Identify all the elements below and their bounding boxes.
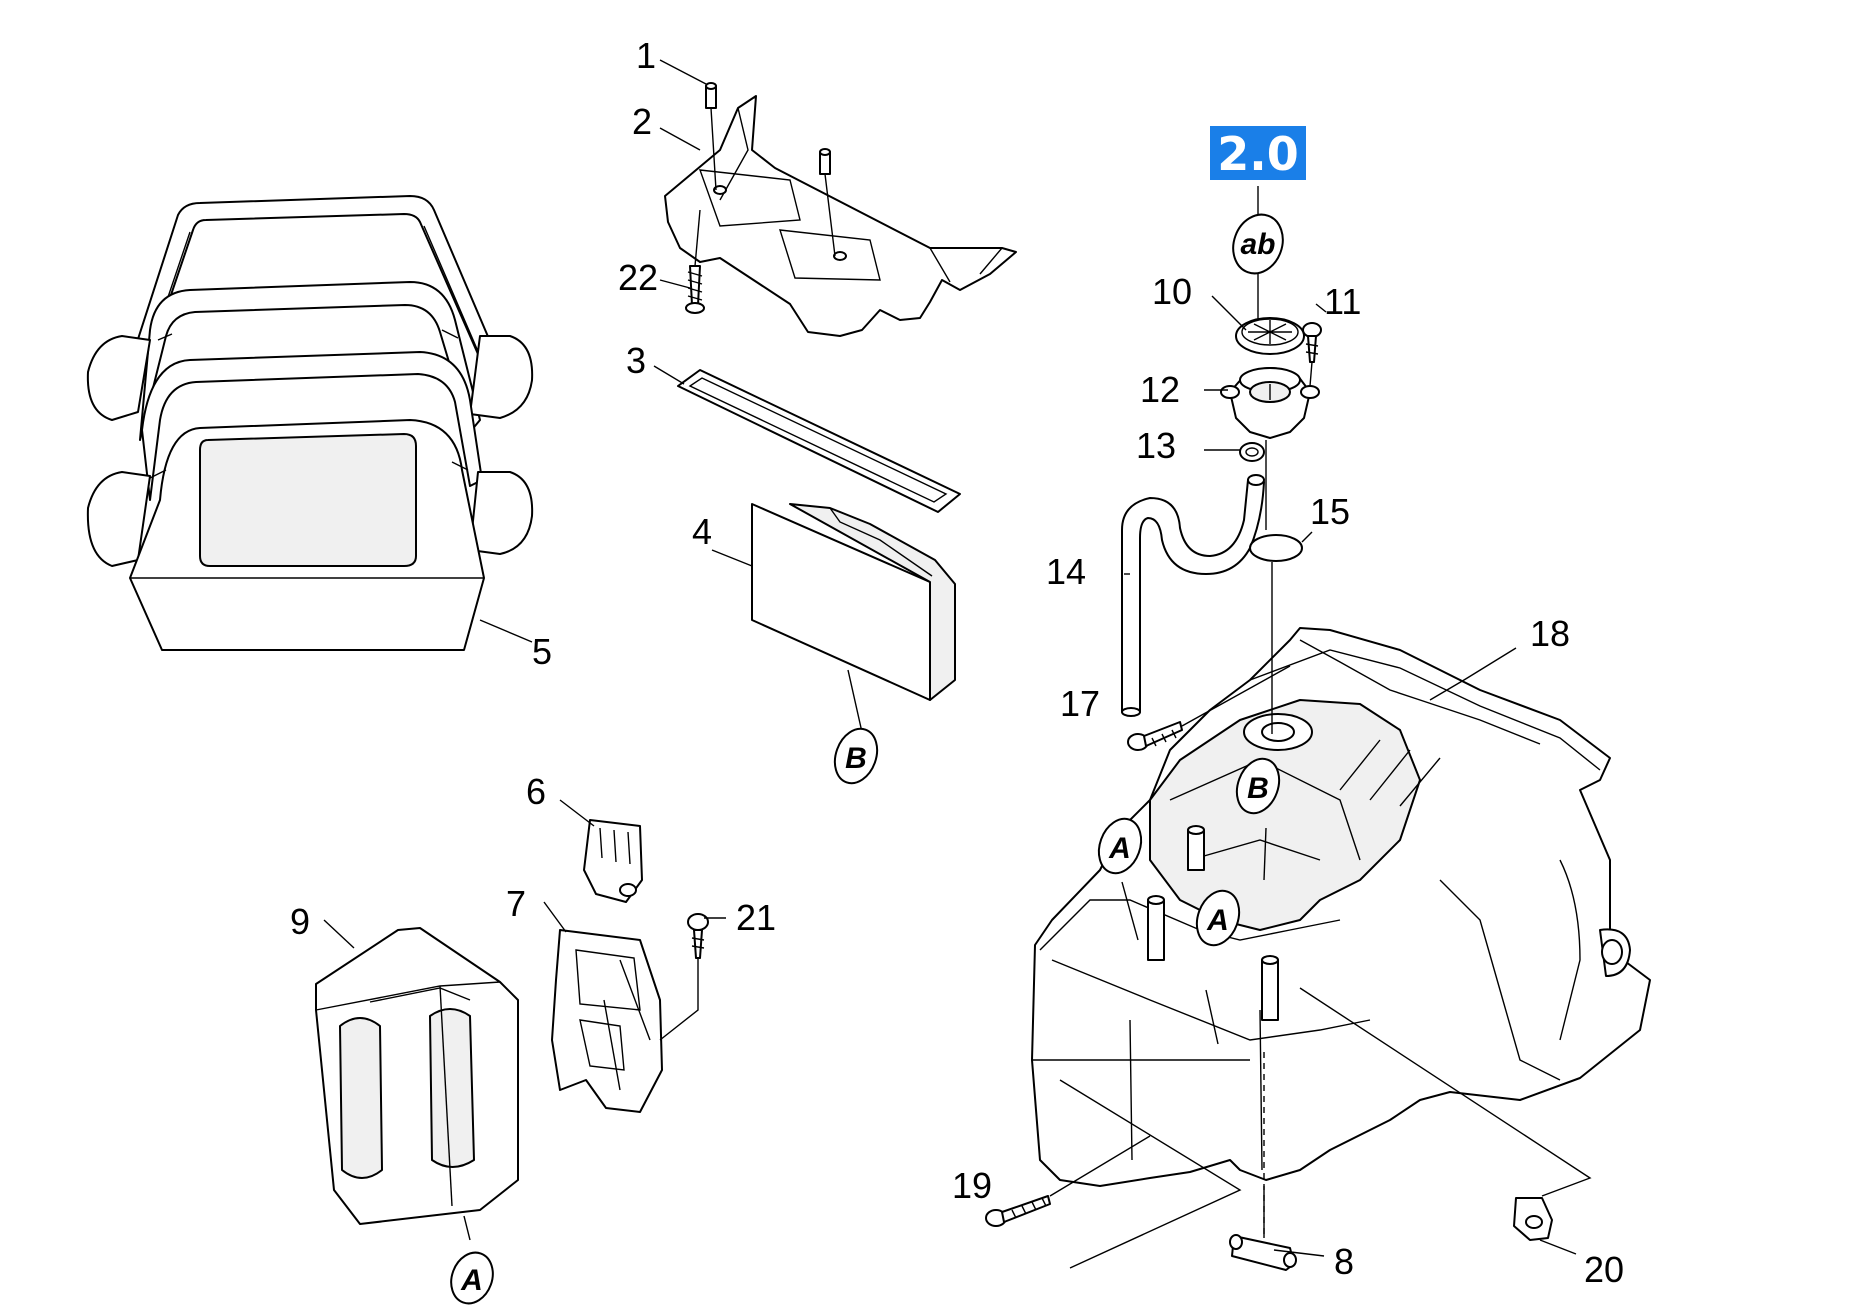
leader-lines: [323, 59, 1592, 1269]
callout-2: 2: [632, 101, 652, 142]
callout-5: 5: [532, 631, 552, 672]
reference-marker-ab: ab: [1232, 213, 1284, 275]
part-20-clip: [1513, 1197, 1553, 1241]
part-18-housing: [1031, 627, 1651, 1187]
callout-15: 15: [1310, 491, 1350, 532]
part-12-valve-housing: [1220, 367, 1320, 439]
callout-6: 6: [526, 771, 546, 812]
part-3-gasket: [677, 369, 961, 513]
ref-a-label-housing-center: A: [1206, 904, 1229, 937]
part-6-connector: [583, 819, 643, 903]
reference-marker-a-housing-center: A: [1195, 889, 1241, 947]
callout-4: 4: [692, 511, 712, 552]
version-badge: 2.0: [1210, 126, 1306, 181]
part-14-hose: [1121, 474, 1265, 717]
part-8-latch: [1229, 1234, 1297, 1271]
ref-b-label-filter: B: [845, 742, 867, 775]
part-15-gasket: [1249, 534, 1303, 562]
version-badge-bg: [1210, 126, 1306, 180]
part-21-screw: [659, 913, 709, 1041]
part-10-cap: [1235, 317, 1305, 355]
part-5-tray-assembly: [86, 195, 534, 651]
callout-7: 7: [506, 883, 526, 924]
part-22-screw: [685, 209, 705, 314]
callout-21: 21: [736, 897, 776, 938]
reference-marker-a-battery: A: [450, 1251, 494, 1305]
ref-a-label-housing-left: A: [1108, 832, 1131, 865]
reference-marker-b-filter: B: [833, 727, 879, 785]
callout-numbers: 1 2 3 4 5 6 7 8 9 10 11 12 13 14 15 17 1…: [290, 35, 1624, 1290]
callout-9: 9: [290, 901, 310, 942]
part-4-filter: [751, 503, 956, 701]
ref-b-label-housing: B: [1247, 772, 1269, 805]
callout-14: 14: [1046, 551, 1086, 592]
part-17-screw: [1127, 665, 1291, 751]
part-9-battery: [315, 927, 519, 1225]
part-13-ring: [1239, 442, 1265, 462]
callout-18: 18: [1530, 613, 1570, 654]
callout-17: 17: [1060, 683, 1100, 724]
callout-10: 10: [1152, 271, 1192, 312]
callout-3: 3: [626, 340, 646, 381]
callout-12: 12: [1140, 369, 1180, 410]
version-badge-label: 2.0: [1217, 127, 1299, 181]
callout-22: 22: [618, 257, 658, 298]
callout-8: 8: [1334, 1241, 1354, 1282]
callout-13: 13: [1136, 425, 1176, 466]
callout-11: 11: [1324, 281, 1361, 322]
callout-1: 1: [636, 35, 656, 76]
part-11-screw: [1302, 322, 1322, 387]
callout-19: 19: [952, 1165, 992, 1206]
reference-marker-b-housing: B: [1235, 757, 1281, 815]
ref-a-label-battery: A: [460, 1264, 483, 1297]
part-7-holder: [551, 929, 663, 1113]
reference-marker-a-housing-left: A: [1097, 817, 1143, 875]
ref-ab-label: ab: [1240, 228, 1275, 261]
part-19-screw: [985, 1195, 1051, 1227]
callout-20: 20: [1584, 1249, 1624, 1290]
part-2-upper-bracket: [664, 82, 1017, 337]
